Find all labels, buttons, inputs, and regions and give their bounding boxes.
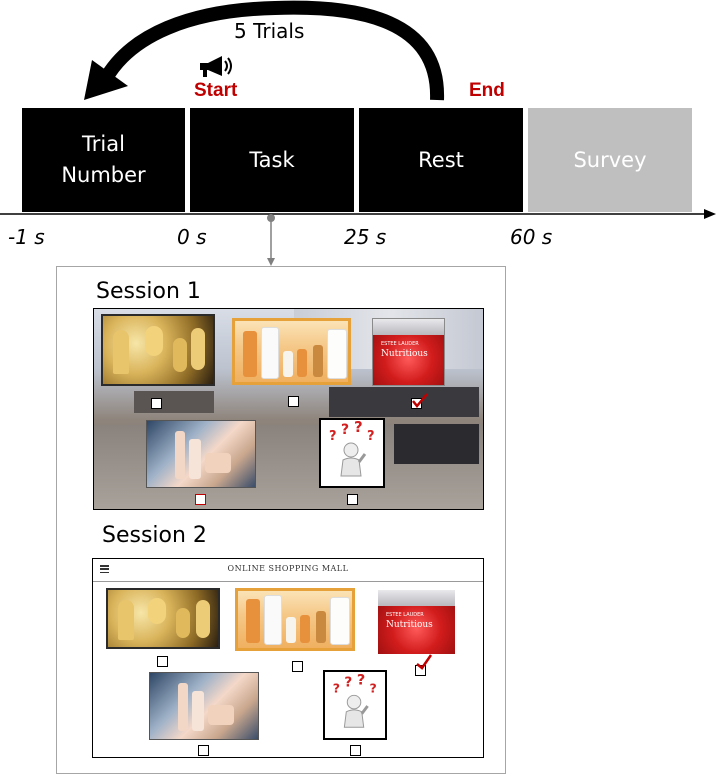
shop-header: ONLINE SHOPPING MALL <box>93 559 483 582</box>
block-trial-number: Trial Number <box>22 108 185 212</box>
checkbox-gold-set-s2[interactable] <box>157 656 168 667</box>
end-label: End <box>469 80 505 101</box>
cream-skincare-set-image <box>235 588 355 651</box>
jar-brand: ESTEE LAUDER <box>386 612 424 618</box>
svg-text:?: ? <box>354 420 363 436</box>
question-person-image: ? ? ? ? <box>323 670 387 740</box>
question-person-icon: ? ? ? ? <box>333 673 377 728</box>
block-survey-label: Survey <box>573 147 647 172</box>
checkbox-blue-cosmetics-s2[interactable] <box>198 745 209 756</box>
svg-text:?: ? <box>370 680 377 695</box>
task-marker-dot <box>267 214 275 222</box>
blue-cosmetics-image <box>149 672 259 740</box>
svg-text:?: ? <box>329 429 337 444</box>
tick-0s: 0 s <box>177 225 207 249</box>
tick-minus-1s: -1 s <box>8 225 45 249</box>
megaphone-icon <box>200 56 232 77</box>
task-drop-arrowhead <box>267 258 275 266</box>
block-task: Task <box>190 108 354 212</box>
checkbox-cream-set-s2[interactable] <box>292 661 303 672</box>
shop-title: ONLINE SHOPPING MALL <box>227 564 349 573</box>
red-cream-jar-image: ESTEE LAUDER Nutritious <box>378 590 455 654</box>
block-task-label: Task <box>249 147 295 172</box>
svg-text:?: ? <box>333 680 340 695</box>
session-2-title: Session 2 <box>102 523 207 548</box>
cream-skincare-set-image <box>232 318 351 385</box>
question-person-icon: ? ? ? ? <box>329 420 375 477</box>
loop-arrow-head <box>84 60 128 100</box>
svg-text:?: ? <box>367 429 375 444</box>
checkbox-question-s1[interactable] <box>347 494 358 505</box>
time-axis-arrowhead <box>704 209 716 219</box>
gold-gift-set-image <box>101 314 215 386</box>
start-label: Start <box>194 80 238 101</box>
tick-25s: 25 s <box>344 225 387 249</box>
session-1-title: Session 1 <box>96 279 201 304</box>
svg-text:?: ? <box>357 673 365 689</box>
svg-text:?: ? <box>341 422 349 438</box>
blue-cosmetics-image <box>146 420 256 488</box>
timeline-graphics <box>0 0 716 266</box>
block-rest: Rest <box>359 108 523 212</box>
checkbox-cream-set-s1[interactable] <box>288 396 299 407</box>
checkbox-gold-set-s1[interactable] <box>151 398 162 409</box>
hamburger-menu-icon[interactable] <box>100 565 109 574</box>
checkbox-question-s2[interactable] <box>350 745 361 756</box>
block-trial-number-line1: Trial <box>82 132 125 156</box>
svg-text:?: ? <box>344 675 352 691</box>
loop-arrow <box>98 0 445 101</box>
tick-60s: 60 s <box>510 225 553 249</box>
checkbox-blue-cosmetics-s1[interactable] <box>195 494 206 505</box>
gold-gift-set-image <box>106 588 220 649</box>
jar-brand: ESTEE LAUDER <box>381 341 419 347</box>
check-mark-icon <box>412 393 428 408</box>
loop-label: 5 Trials <box>234 19 305 43</box>
block-trial-number-line2: Number <box>61 163 146 187</box>
jar-name: Nutritious <box>386 620 433 630</box>
block-survey: Survey <box>528 108 692 212</box>
jar-name: Nutritious <box>381 349 428 359</box>
block-rest-label: Rest <box>418 147 464 172</box>
red-cream-jar-image: ESTEE LAUDER Nutritious <box>372 318 445 386</box>
question-person-image: ? ? ? ? <box>319 418 385 488</box>
check-mark-icon <box>416 654 433 670</box>
